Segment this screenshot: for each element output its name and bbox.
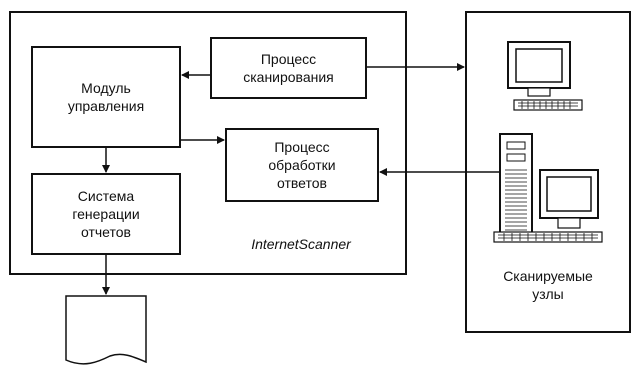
tower-computer-icon — [493, 133, 603, 243]
response-process-label: Процесс обработки ответов — [268, 139, 336, 191]
scan-process-label: Процесс сканирования — [243, 51, 334, 85]
monitor-icon — [507, 41, 583, 111]
internet-scanner-label: InternetScanner — [251, 236, 351, 252]
response-process-box — [225, 128, 379, 202]
control-module-label: Модуль управления — [67, 80, 145, 114]
scan-process-box — [210, 37, 367, 99]
report-system-label: Система генерации отчетов — [72, 188, 140, 240]
internet-scanner-container — [9, 11, 407, 275]
report-document-icon — [65, 295, 147, 365]
scanned-nodes-label: Сканируемые узлы — [503, 268, 593, 302]
